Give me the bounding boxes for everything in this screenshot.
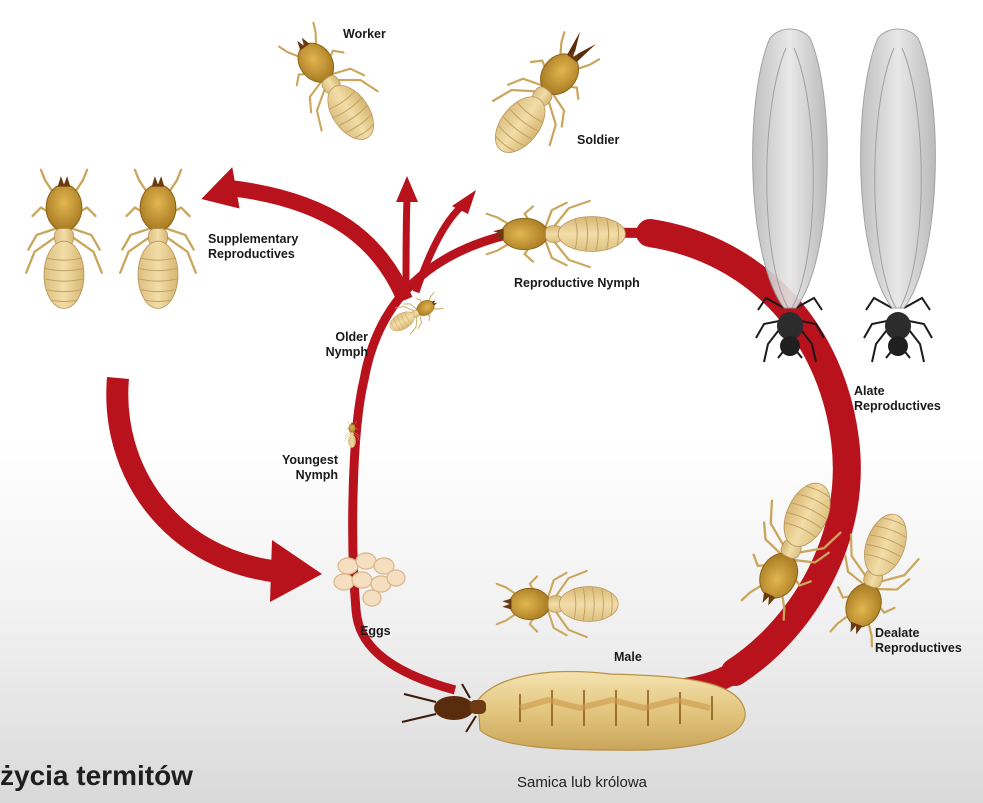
label-reproductive-nymph: Reproductive Nymph: [514, 276, 640, 291]
reproductive-nymph-termite: [487, 201, 626, 267]
label-queen: Samica lub królowa: [517, 775, 647, 790]
label-dealate-reproductives: Dealate Reproductives: [875, 626, 962, 656]
supplementary-reproductive-1: [26, 170, 102, 309]
male-termite: [497, 571, 618, 637]
label-supplementary-reproductives: Supplementary Reproductives: [208, 232, 298, 262]
label-worker: Worker: [343, 27, 386, 42]
label-male: Male: [614, 650, 642, 665]
label-youngest-nymph: Youngest Nymph: [268, 453, 338, 483]
eggs-cluster: [334, 553, 405, 606]
supplementary-reproductive-2: [120, 170, 196, 309]
label-older-nymph: Older Nymph: [318, 330, 368, 360]
queen-termite: [402, 672, 745, 751]
alate-reproductive-2: [861, 29, 936, 362]
label-alate-reproductives: Alate Reproductives: [854, 384, 941, 414]
soldier-termite: [472, 16, 616, 172]
label-eggs: Eggs: [360, 624, 391, 639]
diagram-title: życia termitów: [0, 760, 193, 792]
alate-reproductive-1: [753, 29, 828, 362]
label-soldier: Soldier: [577, 133, 619, 148]
